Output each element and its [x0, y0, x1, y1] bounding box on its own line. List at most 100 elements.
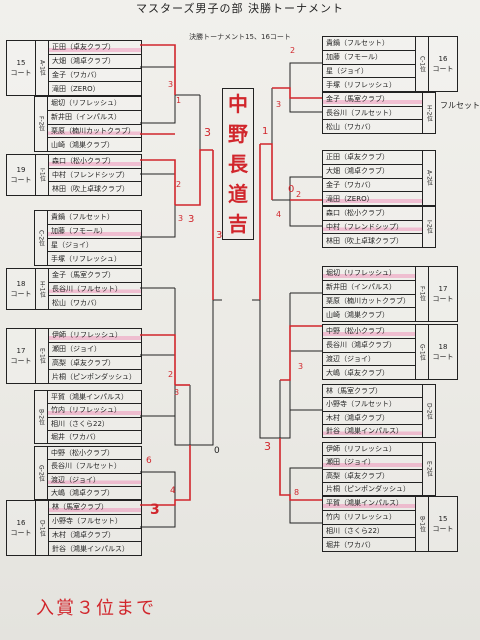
player-row: 手塚（リフレッシュ）: [51, 254, 121, 263]
score-mark: 6: [146, 456, 152, 466]
group-right-1: 金子（馬室クラブ） 長谷川（フルセット） 松山（ワカバ） H-2位: [322, 92, 436, 134]
player-row: 滝田（ZERO）: [323, 192, 422, 205]
player-row: 小野寺（フルセット）: [49, 515, 141, 529]
score-mark: 8: [294, 488, 300, 497]
player-row: 渡辺（ジョイ）: [323, 353, 415, 367]
player-row: 林（馬室クラブ）: [323, 385, 422, 399]
player-row: 長谷川（フルセット）: [49, 282, 141, 297]
player-row: 大畑（鴻卓クラブ）: [49, 55, 141, 69]
player-row: 相川（さくら22）: [48, 418, 141, 431]
player-row: 貴鍋（フルセット）: [323, 37, 415, 51]
player-row: 林田（吹上卓球クラブ）: [52, 184, 129, 193]
player-row: 木村（鴻卓クラブ）: [323, 412, 422, 425]
player-row: 高梨（卓友クラブ）: [323, 470, 422, 483]
group-right-7: 伊師（リフレッシュ） 瀬田（ジョイ） 高梨（卓友クラブ） 片桐（ピンポンダッシュ…: [322, 442, 436, 496]
player-row: 片桐（ピンポンダッシュ）: [326, 484, 410, 493]
player-row: 長谷川（鴻卓クラブ）: [323, 339, 415, 353]
score-mark: 3: [178, 214, 184, 223]
score-mark: 3: [264, 440, 271, 453]
score-mark: 2: [290, 46, 296, 55]
player-row: 伊師（リフレッシュ）: [323, 443, 422, 457]
group-right-8: 平賀（鴻巣インパルス） 竹内（リフレッシュ） 相川（さくら22） 堀井（ワカバ）…: [322, 496, 458, 552]
player-row: 堀切（リフレッシュ）: [323, 267, 415, 281]
player-row: 林（馬室クラブ）: [49, 501, 141, 515]
player-row: 針谷（鴻巣インパルス）: [52, 544, 129, 553]
player-row: 正田（卓友クラブ）: [323, 151, 422, 165]
score-mark: 3: [298, 362, 304, 371]
winner-char: 道: [228, 182, 248, 206]
player-row: 加藤（フモール）: [48, 224, 141, 239]
player-row: 瀬田（ジョイ）: [49, 343, 141, 357]
player-row: 栗原（楠川カットクラブ）: [48, 124, 141, 139]
player-row: 木村（鴻卓クラブ）: [49, 529, 141, 543]
player-row: 針谷（鴻巣インパルス）: [323, 424, 422, 437]
player-row: 堀井（ワカバ）: [326, 540, 375, 549]
player-row: 栗原（楠川カットクラブ）: [323, 295, 415, 309]
player-row: 森口（松小クラブ）: [323, 207, 422, 221]
player-row: 中野（松小クラブ）: [48, 447, 141, 461]
player-row: 堀切（リフレッシュ）: [48, 97, 141, 111]
player-row: 片桐（ピンポンダッシュ）: [52, 372, 136, 381]
player-row: 新井田（インパルス）: [48, 111, 141, 125]
player-row: 手塚（リフレッシュ）: [326, 80, 396, 89]
group-right-4: 堀切（リフレッシュ） 新井田（インパルス） 栗原（楠川カットクラブ） 山崎（鴻巣…: [322, 266, 458, 322]
player-row: 中村（フレンドシップ）: [323, 220, 422, 235]
score-mark: 0: [214, 446, 220, 456]
player-row: 堀井（ワカバ）: [51, 432, 100, 441]
player-row: 松山（ワカバ）: [52, 298, 101, 307]
group-right-2: 正田（卓友クラブ） 大畑（鴻卓クラブ） 金子（ワカバ） 滝田（ZERO） A-2…: [322, 150, 436, 206]
player-row: 竹内（リフレッシュ）: [323, 511, 415, 525]
player-row: 山崎（鴻巣クラブ）: [51, 140, 114, 149]
player-row: 滝田（ZERO）: [52, 84, 100, 93]
player-row: 山崎（鴻巣クラブ）: [326, 310, 389, 319]
winner-char: 吉: [228, 212, 248, 236]
player-row: 新井田（インパルス）: [323, 281, 415, 295]
winner-char: 野: [228, 122, 248, 146]
group-left-1: F-2位 堀切（リフレッシュ） 新井田（インパルス） 栗原（楠川カットクラブ） …: [34, 96, 142, 152]
winner-name-box: 中 野 長 道 吉: [222, 88, 254, 240]
player-row: 相川（さくら22）: [323, 525, 415, 539]
score-mark: 2: [176, 180, 182, 189]
player-row: 大嶋（卓友クラブ）: [326, 368, 389, 377]
score-mark: 3: [188, 214, 195, 225]
player-row: 正田（卓友クラブ）: [49, 41, 141, 55]
player-row: 平賀（鴻巣インパルス）: [48, 391, 141, 405]
group-left-3: C-2位 貴鍋（フルセット） 加藤（フモール） 星（ジョイ） 手塚（リフレッシュ…: [34, 210, 142, 266]
score-mark: 3: [216, 230, 223, 241]
player-row: 平賀（鴻巣インパルス）: [323, 497, 415, 511]
score-mark: 0: [288, 184, 295, 195]
player-row: 中野（松小クラブ）: [323, 325, 415, 339]
score-mark: 3: [204, 126, 211, 139]
player-row: 林田（吹上卓球クラブ）: [326, 236, 403, 245]
player-row: 中村（フレンドシップ）: [49, 169, 141, 183]
score-mark: 1: [262, 126, 269, 137]
group-left-7: G-2位 中野（松小クラブ） 長谷川（フルセット） 渡辺（ジョイ） 大嶋（鴻卓ク…: [34, 446, 142, 500]
score-mark: 3: [150, 502, 160, 518]
winner-char: 中: [228, 92, 248, 116]
player-row: 森口（松小クラブ）: [49, 155, 141, 169]
player-row: 金子（ワカバ）: [49, 69, 141, 83]
sheet-title: マスターズ男子の部 決勝トーナメント: [136, 2, 344, 15]
winner-char: 長: [228, 152, 248, 176]
score-mark: 2: [168, 370, 174, 379]
player-row: 加藤（フモール）: [323, 51, 415, 65]
player-row: 高梨（卓友クラブ）: [49, 357, 141, 371]
group-right-6: 林（馬室クラブ） 小野寺（フルセット） 木村（鴻卓クラブ） 針谷（鴻巣インパルス…: [322, 384, 436, 438]
player-row: 松山（ワカバ）: [326, 122, 375, 131]
player-row: 大嶋（鴻卓クラブ）: [51, 488, 114, 497]
prize-note: 入賞３位まで: [36, 598, 156, 619]
group-right-5: 中野（松小クラブ） 長谷川（鴻卓クラブ） 渡辺（ジョイ） 大嶋（卓友クラブ） G…: [322, 324, 458, 380]
score-mark: 3: [276, 100, 282, 109]
player-row: 貴鍋（フルセット）: [48, 211, 141, 225]
player-row: 竹内（リフレッシュ）: [48, 404, 141, 418]
side-note: フルセット: [440, 101, 480, 110]
group-right-0: 貴鍋（フルセット） 加藤（フモール） 星（ジョイ） 手塚（リフレッシュ） C-1…: [322, 36, 458, 92]
score-mark: 4: [276, 210, 282, 219]
sheet-subtitle: 決勝トーナメント15、16コート: [189, 33, 291, 41]
